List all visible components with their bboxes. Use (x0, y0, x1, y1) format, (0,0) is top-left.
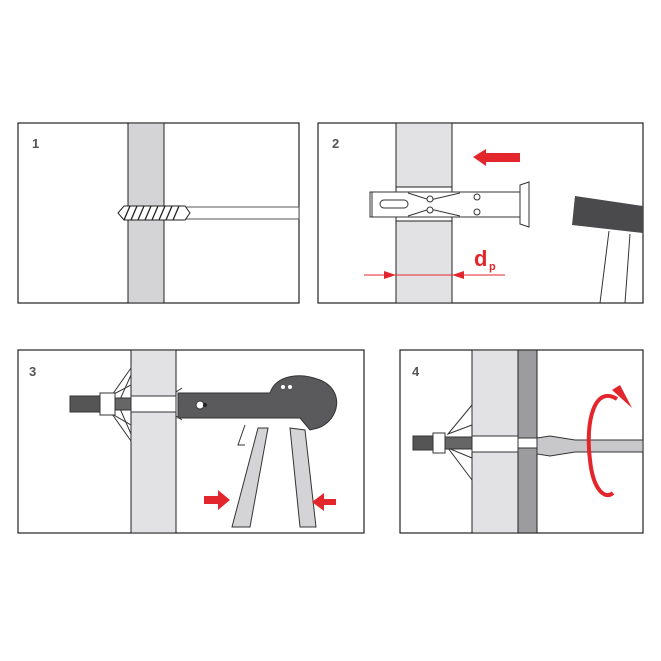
diameter-dimension-icon (364, 271, 505, 279)
step-number: 1 (32, 136, 39, 151)
dimension-subscript: p (489, 261, 496, 273)
step-3-panel: 3 (17, 349, 365, 534)
wall (130, 349, 177, 534)
dimension-label: d (474, 246, 487, 271)
anchor-screw-icon (412, 403, 538, 482)
rotate-clockwise-arrow-icon (586, 385, 632, 498)
step-1-panel: 1 (17, 122, 300, 304)
step-2-panel: d p 2 (317, 122, 644, 304)
setting-tool-icon (177, 375, 338, 528)
step-4-panel: 4 (399, 349, 644, 534)
hollow-wall-anchor-icon (369, 181, 530, 228)
step-number: 4 (412, 364, 420, 379)
step-number: 3 (29, 364, 36, 379)
squeeze-left-arrow-icon (312, 493, 336, 511)
hammer-icon (572, 196, 643, 304)
push-left-arrow-icon (473, 149, 520, 166)
drill-bit-icon (117, 205, 300, 221)
expanded-anchor-icon (69, 366, 183, 443)
step-number: 2 (332, 136, 339, 151)
squeeze-right-arrow-icon (204, 490, 230, 510)
